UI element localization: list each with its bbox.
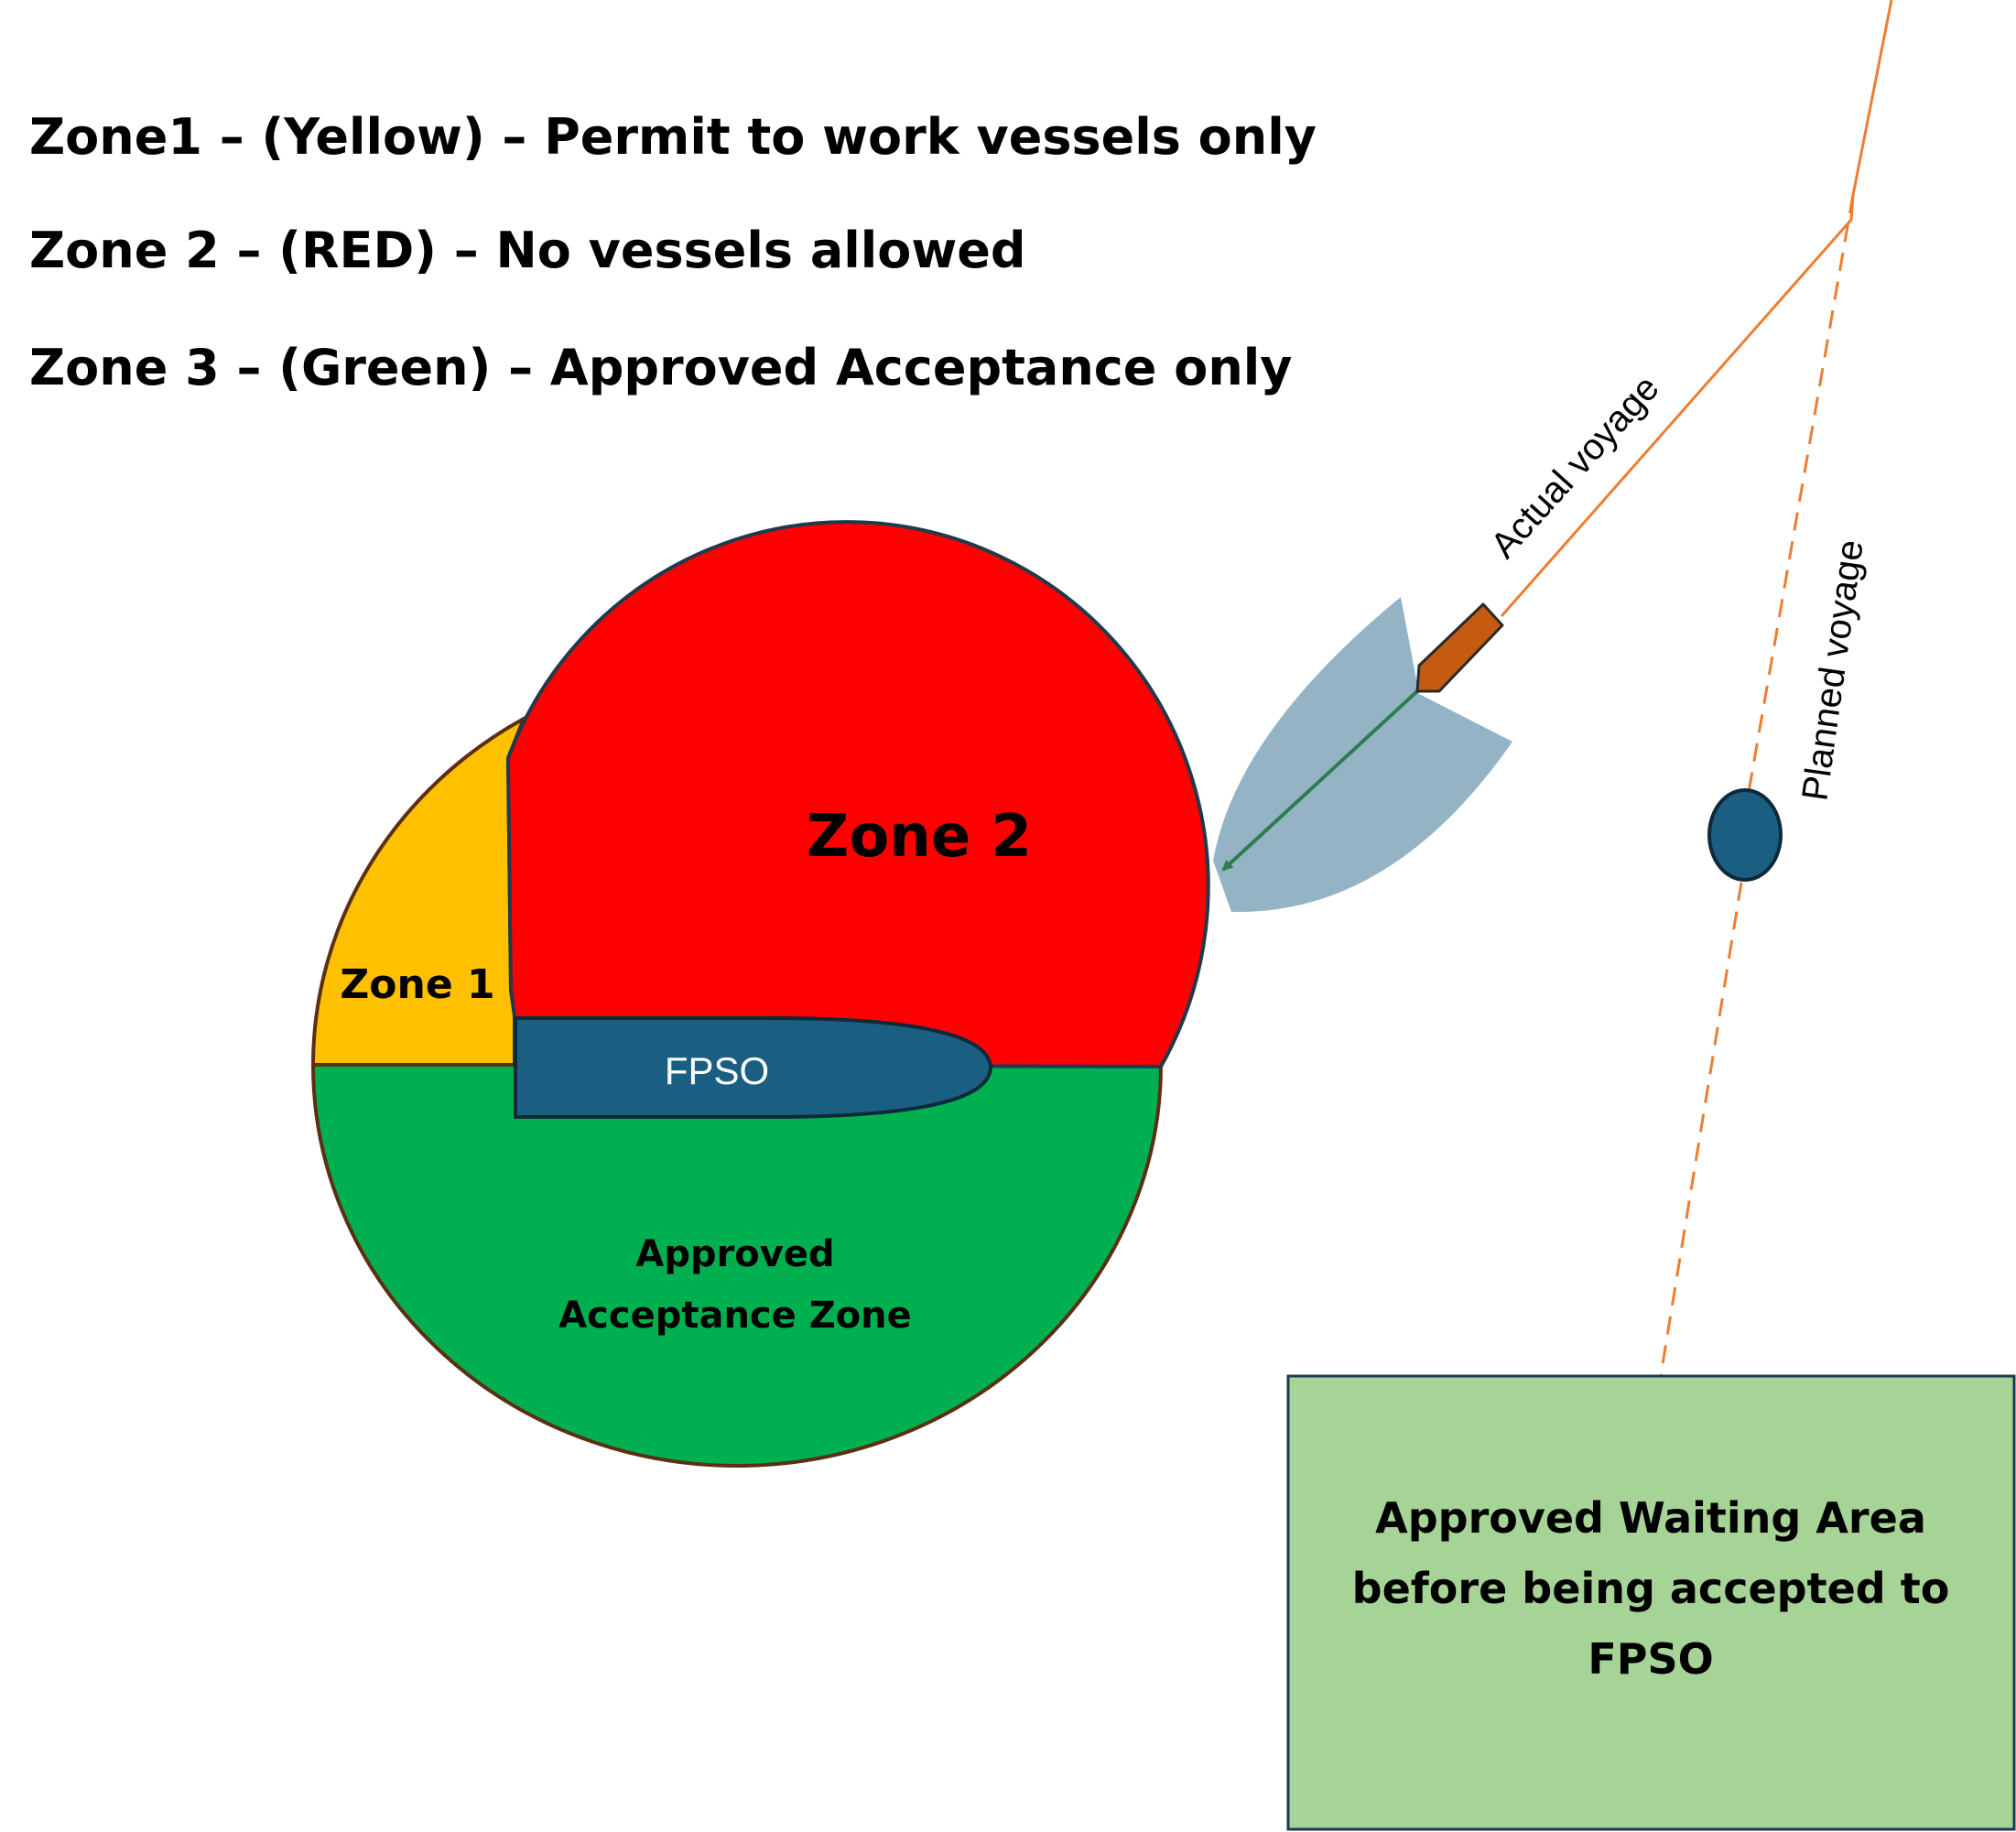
zone2-label: Zone 2 [807,803,1032,871]
waiting-area-line3: FPSO [1588,1634,1713,1684]
planned-voyage-line-dashed-lower [1638,882,1743,1466]
planned-voyage-label: Planned voyage [1794,537,1871,803]
zone3-label-line2: Acceptance Zone [558,1295,912,1337]
vessel-icon [1415,602,1504,693]
approach-sector [1213,597,1512,913]
zone1-area [310,714,527,1067]
circle-marker-icon [1707,788,1783,882]
zone2-area [505,520,1210,1069]
vessel-heading-arrow [1221,689,1419,872]
waiting-area-box [1286,1374,2016,1831]
zone3-label-line1: Approved [635,1233,834,1275]
zone1-label: Zone 1 [340,961,494,1008]
actual-voyage-line [1500,194,1855,617]
zone3-area [310,1063,1164,1468]
legend-zone1: Zone1 – (Yellow) – Permit to work vessel… [29,108,1317,166]
actual-voyage-label: Actual voyage [1483,368,1667,566]
fpso-label: FPSO [665,1049,769,1092]
planned-voyage-line-upper [1851,0,1893,196]
waiting-area-line2: before being accepted to [1352,1564,1950,1613]
waiting-area-line1: Approved Waiting Area [1375,1493,1926,1543]
legend-zone2: Zone 2 – (RED) – No vessels allowed [29,222,1026,279]
fpso-hull [514,1016,993,1119]
legend-zone3: Zone 3 – (Green) – Approved Acceptance o… [29,339,1292,396]
planned-voyage-line-dashed [1743,194,1855,814]
